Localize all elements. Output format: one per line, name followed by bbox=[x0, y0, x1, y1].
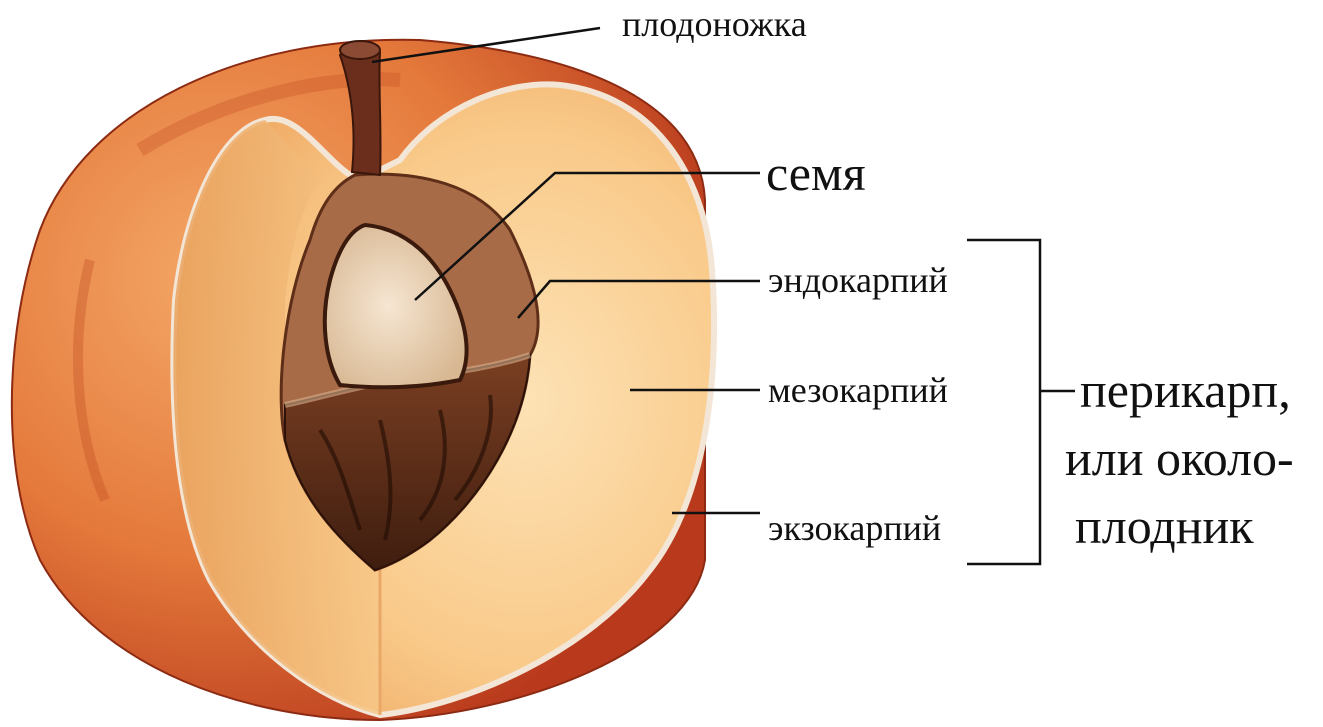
label-mesocarp: мезокарпий bbox=[768, 370, 948, 410]
label-exocarp: экзокарпий bbox=[768, 508, 941, 548]
pericarp-bracket bbox=[967, 240, 1040, 564]
label-pericarp-line1: перикарп, bbox=[1080, 362, 1291, 418]
label-stalk: плодоножка bbox=[622, 4, 807, 44]
label-pericarp-line3: плодник bbox=[1075, 498, 1254, 554]
label-seed: семя bbox=[766, 145, 866, 201]
label-pericarp-line2: или около- bbox=[1065, 430, 1294, 486]
label-endocarp: эндокарпий bbox=[768, 260, 948, 300]
